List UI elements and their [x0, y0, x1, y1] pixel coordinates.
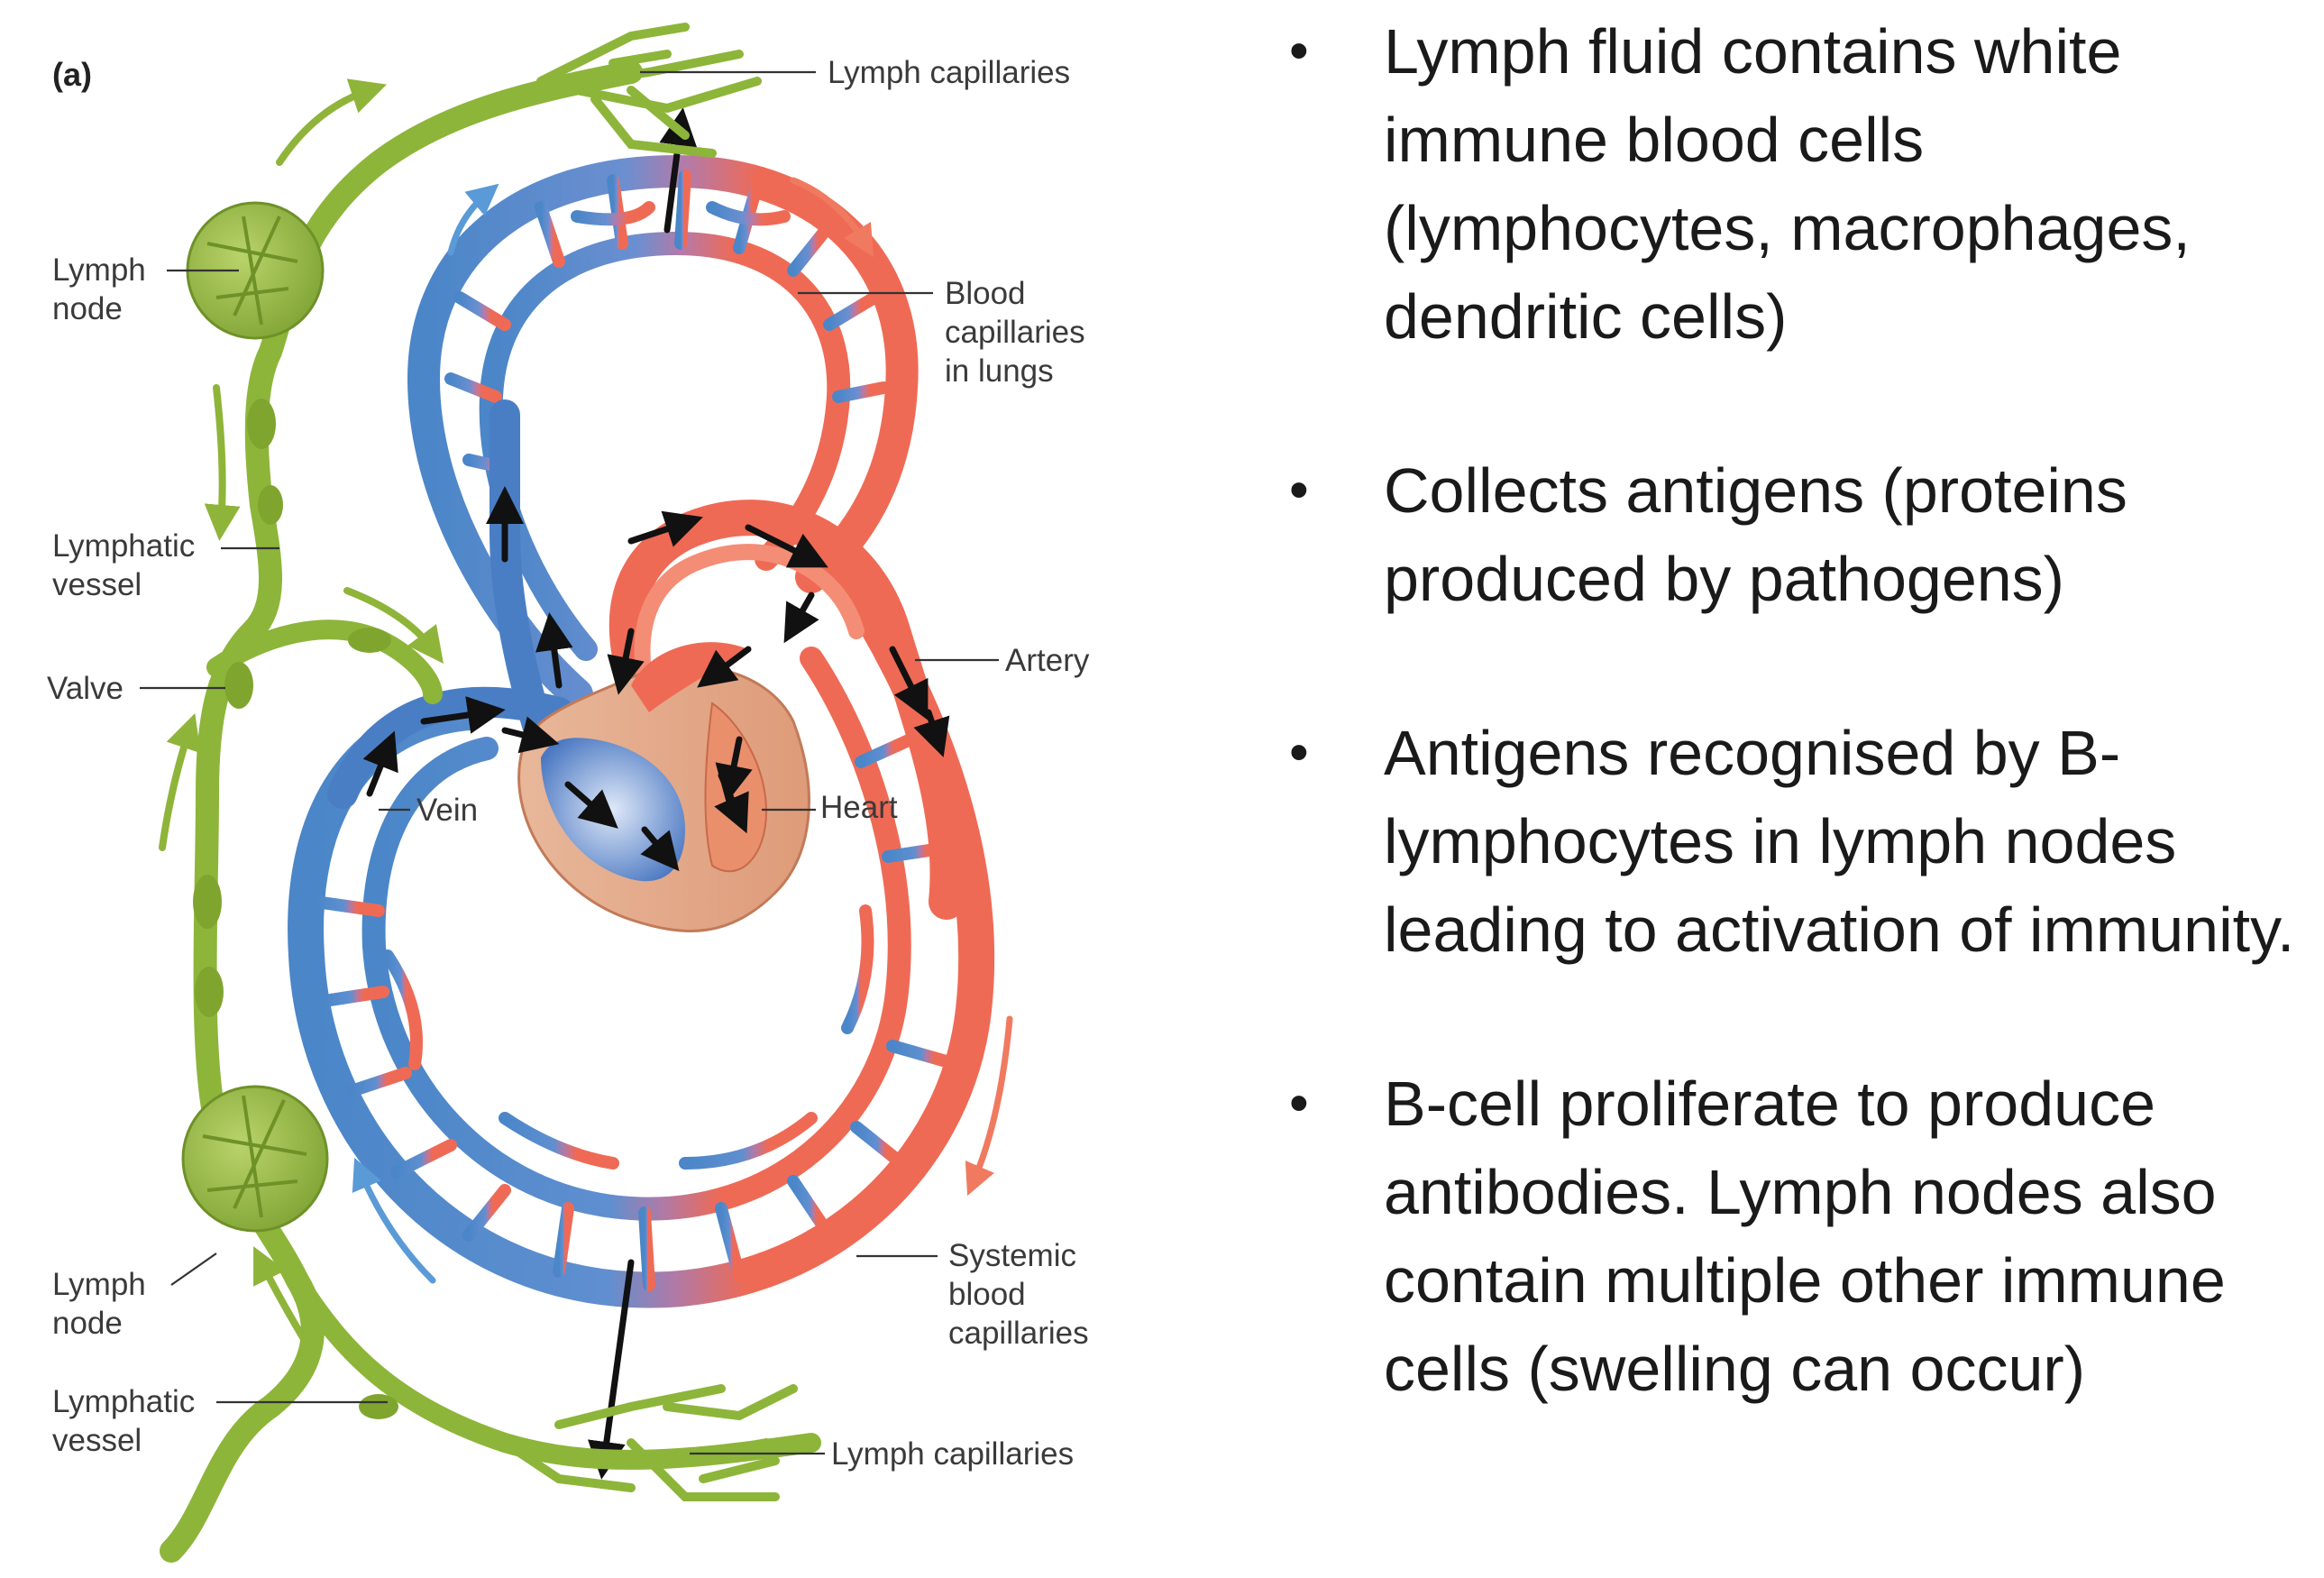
circulation-diagram: (a) Lymph capillaries Lymph node Blood c… — [47, 23, 1090, 1563]
bullet-item: • Lymph fluid contains white immune blood… — [1289, 7, 2317, 361]
bullet-text: Collects antigens (proteins produced by … — [1384, 455, 2127, 614]
label-lymph-capillaries-top: Lymph capillaries — [828, 55, 1070, 90]
panel-label: (a) — [52, 56, 92, 93]
bullet-text: Antigens recognised by B-lymphocytes in … — [1384, 718, 2295, 965]
label-blood-capillaries: Blood — [945, 276, 1026, 311]
bullet-item: • Collects antigens (proteins produced by… — [1289, 446, 2317, 623]
bullet-marker: • — [1289, 1072, 1309, 1134]
label-lymphatic-vessel-top-2: vessel — [52, 567, 142, 602]
label-lymph-node-bottom-2: node — [52, 1306, 123, 1341]
label-heart: Heart — [820, 790, 898, 825]
label-artery: Artery — [1005, 643, 1090, 678]
bullet-marker: • — [1289, 20, 1309, 82]
label-lymphatic-vessel-top: Lymphatic — [52, 528, 195, 564]
leader-lines — [140, 70, 999, 1455]
direction-arrows — [352, 177, 1013, 1284]
label-lymphatic-vessel-bottom: Lymphatic — [52, 1384, 195, 1419]
bullet-marker: • — [1289, 721, 1309, 784]
lymph-node-bottom — [181, 1085, 329, 1233]
label-blood-capillaries-3: in lungs — [945, 353, 1054, 389]
label-lymph-node-top: Lymph — [52, 252, 146, 288]
bullet-marker: • — [1289, 459, 1309, 521]
systemic-capillary-loop — [288, 559, 995, 1308]
bullet-text: Lymph fluid contains white immune blood … — [1384, 16, 2191, 352]
bullet-item: • B-cell proliferate to produce antibodie… — [1289, 1060, 2317, 1413]
label-systemic-capillaries-3: capillaries — [948, 1316, 1089, 1351]
label-systemic-capillaries-2: blood — [948, 1277, 1026, 1312]
bullet-item: • Antigens recognised by B-lymphocytes in… — [1289, 709, 2317, 974]
label-lymph-node-top-2: node — [52, 291, 123, 326]
label-lymphatic-vessel-bottom-2: vessel — [52, 1423, 142, 1458]
label-lymph-capillaries-bottom: Lymph capillaries — [831, 1436, 1074, 1472]
lymphatic-system — [159, 23, 821, 1563]
blood-flow-arrows — [362, 107, 950, 1480]
bullet-text: B-cell proliferate to produce antibodies… — [1384, 1069, 2226, 1404]
label-lymph-node-bottom: Lymph — [52, 1267, 146, 1302]
label-blood-capillaries-2: capillaries — [945, 315, 1085, 350]
label-systemic-capillaries: Systemic — [948, 1238, 1076, 1273]
bullet-list: • Lymph fluid contains white immune blood… — [1289, 7, 2317, 1413]
label-valve: Valve — [47, 671, 124, 706]
label-vein: Vein — [416, 793, 478, 828]
